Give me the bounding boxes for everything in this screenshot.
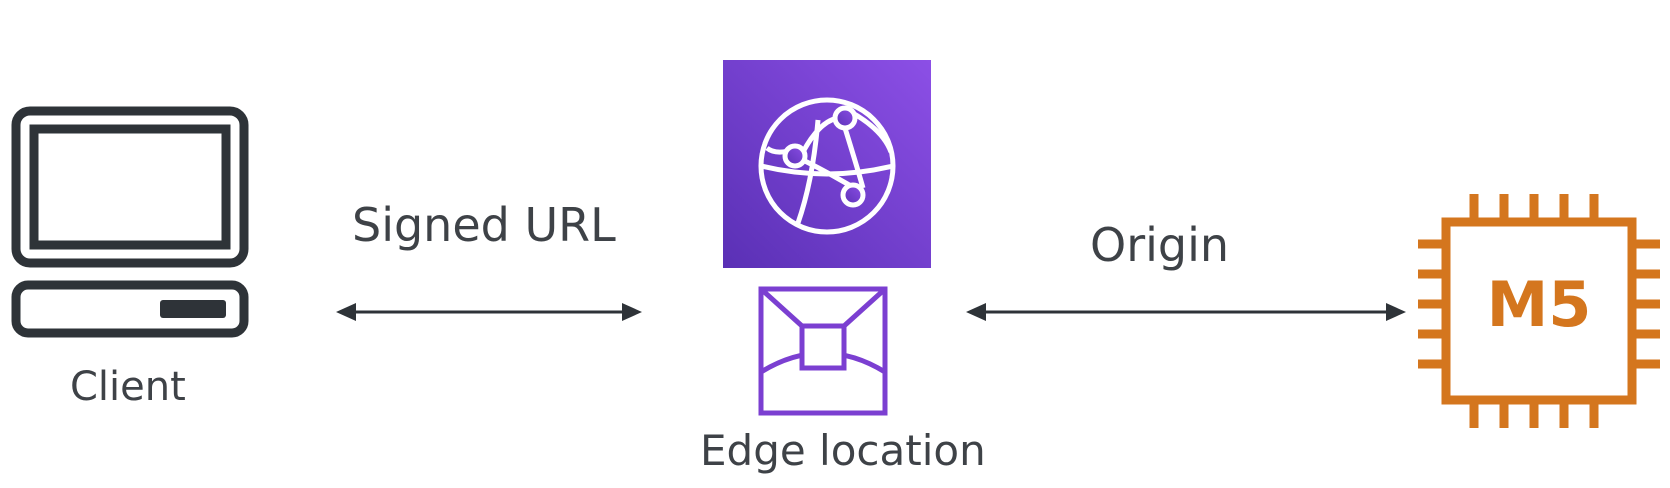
cloudfront-service-tile [723,60,931,268]
m5-badge-label: M5 [1486,268,1592,341]
ec2-instance-icon [1418,194,1660,428]
edge-location-node [758,286,888,416]
ec2-origin-node: M5 [1416,192,1662,430]
signed-url-label: Signed URL [352,198,616,252]
signed-url-arrow [336,303,642,321]
computer-monitor-icon [11,106,249,338]
origin-label: Origin [1090,218,1230,272]
edge-location-icon [758,286,888,416]
cloudfront-icon [723,60,931,268]
client-node: Client [10,105,250,415]
origin-arrow [966,303,1406,321]
edge-location-label: Edge location [700,426,986,475]
client-label: Client [70,364,186,410]
